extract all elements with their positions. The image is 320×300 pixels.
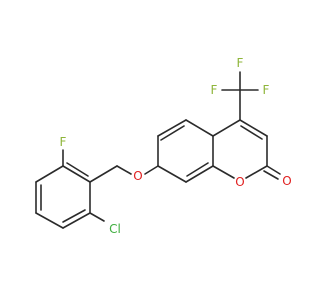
bond-c7-c8 [157, 165, 187, 183]
bond-c5-c6-inner [160, 125, 185, 141]
bond-c4-c3-inner [240, 125, 263, 140]
atom-f-left: F [211, 83, 218, 97]
bond-c2-o1 [245, 165, 268, 179]
bond-c1-c2 [62, 165, 91, 183]
bond-c5-c6 [62, 212, 91, 229]
atom-o-ring: O [235, 175, 244, 189]
bond-c4a-c5 [185, 119, 214, 137]
bond-c5-c6 [157, 119, 187, 137]
atom-cl: Cl [109, 222, 121, 236]
bond-c4a-c4 [212, 119, 241, 137]
bond-c8-c8a [185, 165, 214, 183]
bond-c5-c6-inner [62, 209, 86, 223]
atom-f-aryl: F [60, 135, 67, 149]
atom-o-ether: O [133, 169, 142, 183]
bond-c2-o-carbonyl-a [266, 165, 281, 175]
bond-o-ether-ch2 [116, 165, 132, 175]
molecule-structure: F F F F Cl O O O [35, 56, 292, 236]
atom-o-carbonyl: O [282, 174, 291, 188]
bond-ch2-c1 [89, 165, 118, 183]
bond-c7-o-ether [144, 165, 159, 175]
structure-canvas: F F F F Cl O O O [35, 56, 292, 236]
bond-c2-c3 [35, 165, 64, 183]
bond-c6-cl [89, 212, 105, 222]
bond-c4-c5 [35, 212, 64, 229]
bond-c2-o-carbonyl-b [263, 170, 279, 180]
bond-c4-c3 [239, 119, 268, 137]
bond-c8-c8a-inner [186, 162, 209, 177]
bond-c1-c2-inner [66, 162, 89, 177]
bond-o1-c8a [212, 165, 235, 179]
atom-f-top: F [237, 56, 244, 70]
atom-f-right: F [263, 83, 270, 97]
